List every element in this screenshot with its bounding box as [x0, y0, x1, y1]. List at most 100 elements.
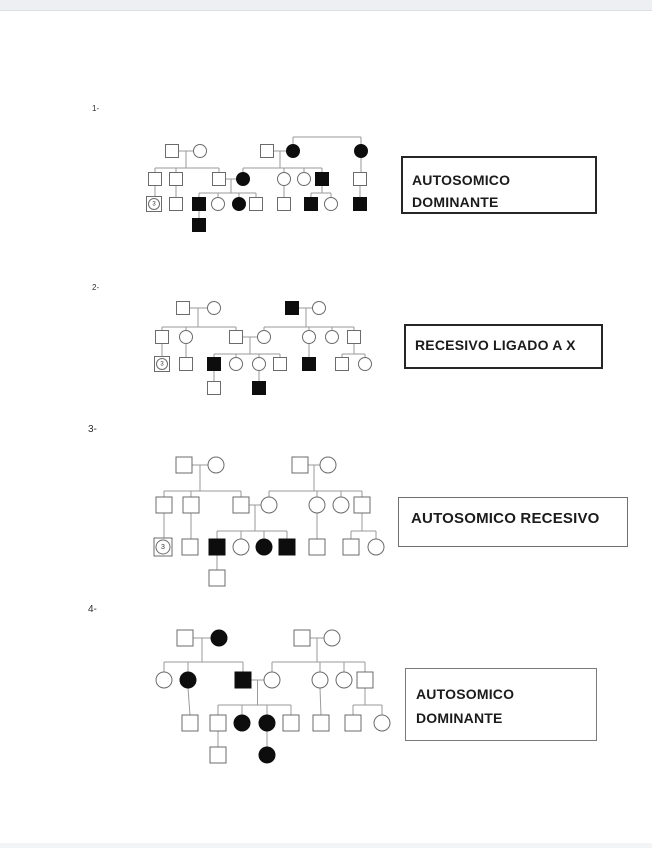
affected-male-symbol: [302, 357, 316, 371]
female-symbol: [302, 330, 316, 344]
diagnosis-line: RECESIVO LIGADO A X: [415, 337, 576, 353]
affected-male-symbol: [304, 197, 318, 211]
female-symbol: [325, 330, 339, 344]
female-symbol: [367, 538, 385, 556]
male-symbol: [312, 714, 330, 732]
male-symbol: [155, 330, 169, 344]
affected-male-symbol: [285, 301, 299, 315]
affected-male-symbol: [192, 197, 206, 211]
female-symbol: [207, 456, 225, 474]
male-symbol: [293, 629, 311, 647]
male-symbol: [181, 714, 199, 732]
male-symbol: [148, 172, 162, 186]
female-symbol: [179, 330, 193, 344]
affected-male-symbol: [207, 357, 221, 371]
affected-female-symbol: [210, 629, 228, 647]
affected-male-symbol: [192, 218, 206, 232]
affected-female-symbol: [233, 714, 251, 732]
item-number-2: 2-: [92, 283, 100, 292]
female-symbol: [335, 671, 353, 689]
affected-female-symbol: [286, 144, 300, 158]
pedigree-diagram-2: 3: [154, 301, 372, 395]
male-symbol: [356, 671, 374, 689]
male-symbol: [175, 456, 193, 474]
page-top-band: [0, 0, 652, 11]
male-symbol: [229, 330, 243, 344]
male-symbol: [277, 197, 291, 211]
affected-male-symbol: [234, 671, 252, 689]
male-symbol: [342, 538, 360, 556]
female-symbol: [373, 714, 391, 732]
female-symbol: [260, 496, 278, 514]
male-symbol: [291, 456, 309, 474]
female-symbol: [252, 357, 266, 371]
male-symbol: [181, 538, 199, 556]
diagnosis-line: DOMINANTE: [412, 194, 499, 210]
male-symbol: [207, 381, 221, 395]
male-symbol: [212, 172, 226, 186]
item-number-1: 1-: [92, 104, 100, 113]
female-symbol: [232, 538, 250, 556]
page-bottom-band: [0, 843, 652, 848]
pedigree-connector-line: [187, 687, 191, 716]
female-symbol: [229, 357, 243, 371]
male-symbol: [273, 357, 287, 371]
male-symbol: [353, 496, 371, 514]
male-symbol: [169, 197, 183, 211]
male-symbol: [335, 357, 349, 371]
male-symbol: [182, 496, 200, 514]
affected-female-symbol: [258, 714, 276, 732]
female-symbol: [155, 671, 173, 689]
affected-female-symbol: [236, 172, 250, 186]
male-symbol: [176, 301, 190, 315]
pedigree-diagram-3: 3: [153, 456, 385, 587]
affected-male-symbol: [252, 381, 266, 395]
female-symbol: [323, 629, 341, 647]
female-symbol: [257, 330, 271, 344]
pedigree-diagram-4: [155, 629, 391, 764]
multiple-individuals-count: 3: [152, 202, 156, 208]
diagnosis-box-4: AUTOSOMICO DOMINANTE: [405, 668, 597, 741]
female-symbol: [319, 456, 337, 474]
affected-male-symbol: [353, 197, 367, 211]
male-symbol: [209, 714, 227, 732]
item-number-3: 3-: [88, 424, 97, 435]
item-number-4: 4-: [88, 604, 97, 615]
female-symbol: [263, 671, 281, 689]
male-symbol: [232, 496, 250, 514]
diagnosis-box-3: AUTOSOMICO RECESIVO: [398, 497, 628, 547]
male-symbol: [282, 714, 300, 732]
pedigree-connector-line: [319, 687, 322, 716]
diagnosis-line: AUTOSOMICO RECESIVO: [411, 510, 600, 527]
affected-female-symbol: [179, 671, 197, 689]
diagnosis-line: AUTOSOMICO: [416, 686, 515, 702]
affected-male-symbol: [208, 538, 226, 556]
male-symbol: [165, 144, 179, 158]
diagnosis-box-1: AUTOSOMICO DOMINANTE: [401, 156, 597, 214]
female-symbol: [277, 172, 291, 186]
pedigree-diagram-1: 3: [146, 136, 368, 232]
diagnosis-box-2: RECESIVO LIGADO A X: [404, 324, 603, 369]
male-symbol: [353, 172, 367, 186]
affected-female-symbol: [232, 197, 246, 211]
female-symbol: [207, 301, 221, 315]
male-symbol: [155, 496, 173, 514]
diagnosis-line: DOMINANTE: [416, 710, 503, 726]
affected-female-symbol: [255, 538, 273, 556]
multiple-individuals-inner-circle: [148, 198, 160, 210]
affected-female-symbol: [354, 144, 368, 158]
female-symbol: [324, 197, 338, 211]
female-symbol: [297, 172, 311, 186]
male-symbol: [344, 714, 362, 732]
male-symbol: [249, 197, 263, 211]
multiple-individuals-inner-circle: [155, 539, 171, 555]
male-symbol: [179, 357, 193, 371]
male-symbol: [209, 746, 227, 764]
multiple-individuals-count: 3: [160, 362, 164, 368]
diagnosis-line: AUTOSOMICO: [412, 172, 511, 188]
male-symbol: [169, 172, 183, 186]
male-symbol: [260, 144, 274, 158]
female-symbol: [332, 496, 350, 514]
affected-female-symbol: [258, 746, 276, 764]
